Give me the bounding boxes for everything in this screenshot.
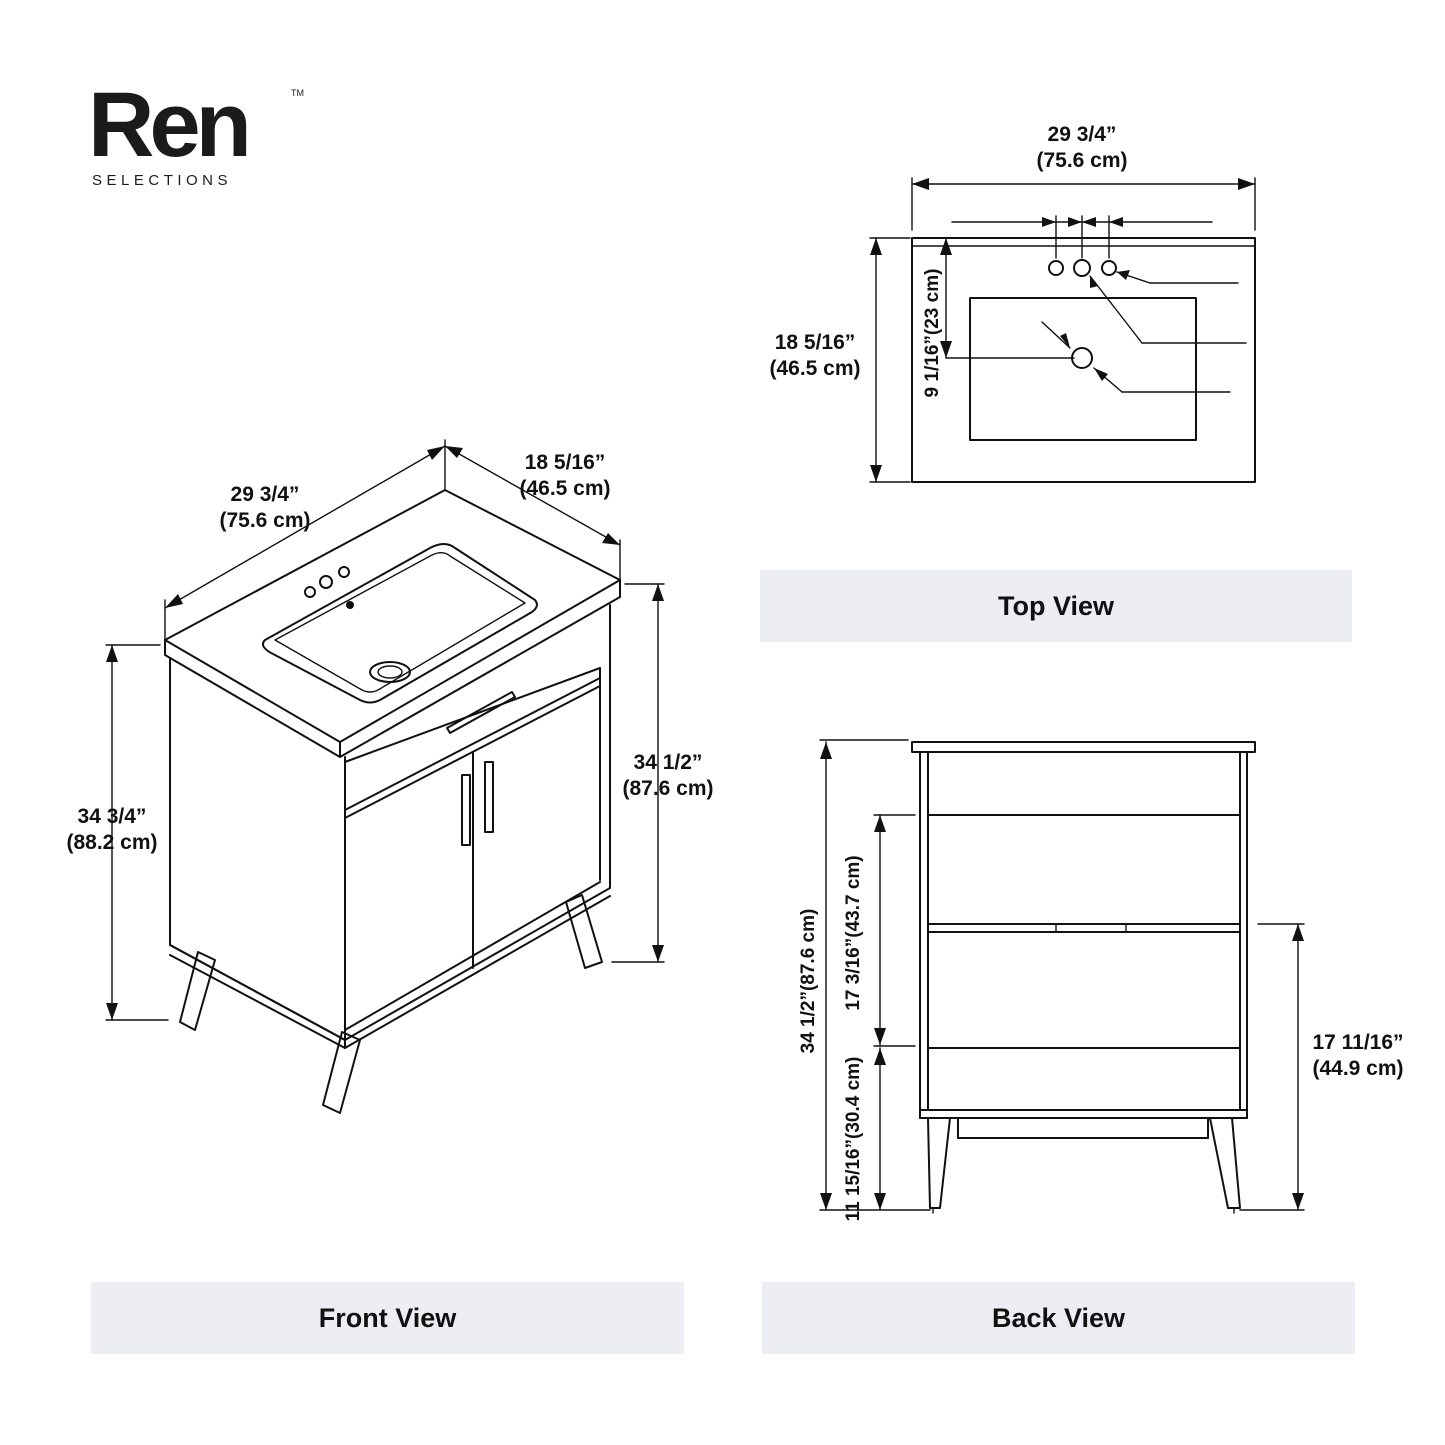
front-width-in: 29 3/4” <box>230 483 300 506</box>
front-view-banner: Front View <box>91 1282 684 1354</box>
front-view-drawing <box>105 439 665 1114</box>
front-width-cm: (75.6 cm) <box>219 509 311 532</box>
back-height-label: 34 1/2”(87.6 cm) <box>798 908 819 1054</box>
front-cabinet-height-label: 34 1/2” (87.6 cm) <box>608 750 728 802</box>
back-right-cm: (44.9 cm) <box>1312 1057 1404 1080</box>
top-drain-offset-label: 9 1/16”(23 cm) <box>922 268 943 398</box>
top-view-banner: Top View <box>760 570 1352 642</box>
front-width-label: 29 3/4” (75.6 cm) <box>205 482 325 534</box>
front-depth-in: 18 5/16” <box>524 451 606 474</box>
back-view-banner: Back View <box>762 1282 1355 1354</box>
front-cabinet-height-in: 34 1/2” <box>633 751 703 774</box>
front-depth-label: 18 5/16” (46.5 cm) <box>505 450 625 502</box>
top-depth-label: 18 5/16” (46.5 cm) <box>755 330 875 382</box>
back-right-in: 17 11/16” <box>1312 1031 1404 1054</box>
brand-logo: Ren TM SELECTIONS <box>88 74 318 200</box>
back-upper-shelf-label: 17 3/16”(43.7 cm) <box>843 855 864 1011</box>
brand-wordmark: Ren <box>88 74 252 176</box>
back-view-drawing <box>819 739 1305 1214</box>
front-cabinet-height-cm: (87.6 cm) <box>622 777 714 800</box>
front-total-height-label: 34 3/4” (88.2 cm) <box>52 804 172 856</box>
front-depth-cm: (46.5 cm) <box>519 477 611 500</box>
back-lower-shelf-label: 11 15/16”(30.4 cm) <box>843 1056 864 1222</box>
front-total-height-cm: (88.2 cm) <box>66 831 158 854</box>
top-depth-cm: (46.5 cm) <box>769 357 861 380</box>
back-right-label: 17 11/16” (44.9 cm) <box>1298 1030 1418 1082</box>
top-width-in: 29 3/4” <box>1047 123 1117 146</box>
top-width-cm: (75.6 cm) <box>1036 149 1128 172</box>
front-total-height-in: 34 3/4” <box>77 805 147 828</box>
brand-trademark: TM <box>291 88 304 98</box>
brand-subtitle: SELECTIONS <box>92 172 233 189</box>
top-width-label: 29 3/4” (75.6 cm) <box>1022 122 1142 174</box>
top-depth-in: 18 5/16” <box>774 331 856 354</box>
top-view-drawing <box>869 177 1256 483</box>
